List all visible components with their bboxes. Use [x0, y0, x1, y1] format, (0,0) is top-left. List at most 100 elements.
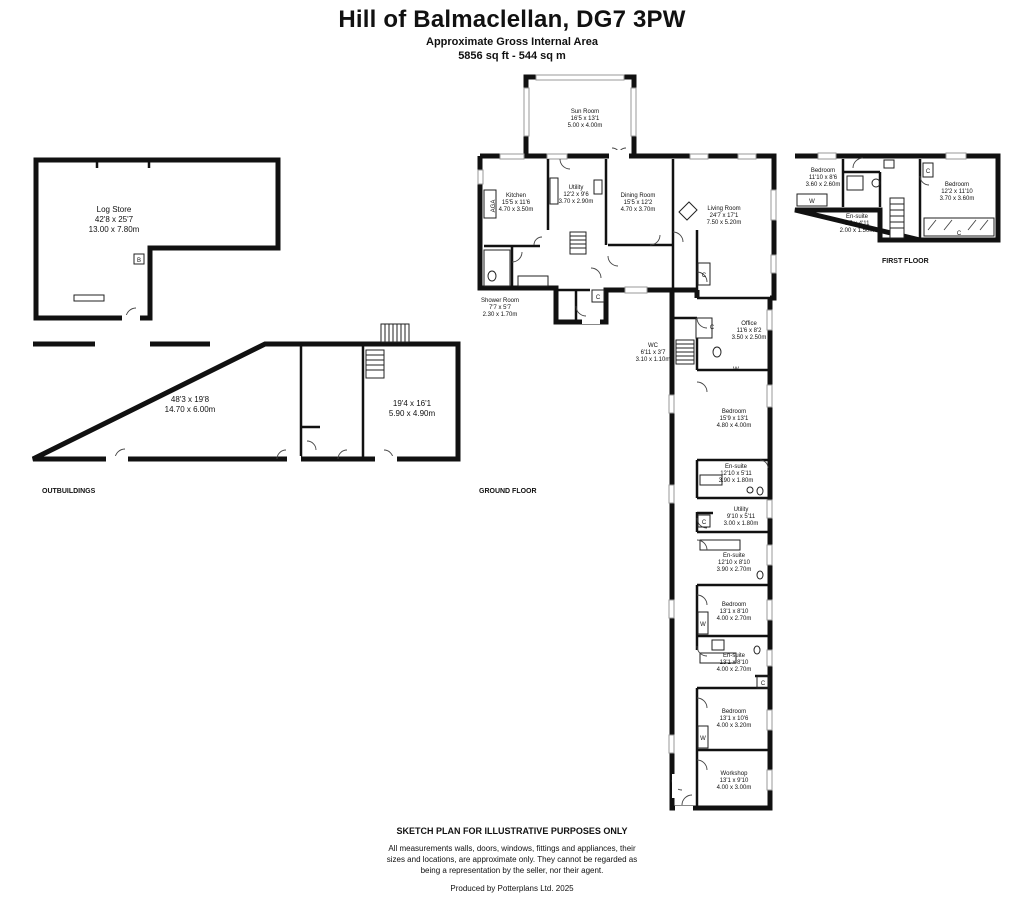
- svg-text:2.00 x 1.50m: 2.00 x 1.50m: [840, 228, 875, 234]
- cupboard-mark: C: [596, 295, 601, 301]
- ground-fixtures: [483, 177, 764, 664]
- svg-text:12'10 x 5'11: 12'10 x 5'11: [720, 471, 752, 477]
- svg-text:2.30 x 1.70m: 2.30 x 1.70m: [483, 312, 518, 318]
- wardrobe-mark: W: [809, 199, 815, 205]
- first-floor-walls: [794, 153, 1001, 243]
- svg-text:Bedroom: Bedroom: [945, 182, 969, 188]
- room-bedroom-3: Bedroom 13'1 x 10'6 4.00 x 3.20m: [717, 709, 752, 729]
- room-workshop: Workshop 13'1 x 9'10 4.00 x 3.00m: [717, 771, 752, 791]
- svg-text:Log Store: Log Store: [97, 205, 132, 214]
- disclaimer-line: sizes and locations, are approximate onl…: [386, 855, 638, 864]
- svg-text:4.00 x 3.20m: 4.00 x 3.20m: [717, 723, 752, 729]
- room-ensuite-1: En-suite 12'10 x 5'11 3.90 x 1.80m: [719, 464, 754, 484]
- room-ff-ensuite: En-suite 6'7 x 4'11 2.00 x 1.50m: [840, 214, 875, 234]
- aga-mark: AGA: [491, 200, 497, 213]
- svg-text:13'1 x 8'10: 13'1 x 8'10: [720, 660, 749, 666]
- area-subtitle: Approximate Gross Internal Area: [426, 36, 598, 48]
- svg-text:3.70 x 3.60m: 3.70 x 3.60m: [940, 196, 975, 202]
- room-shower: Shower Room 7'7 x 5'7 2.30 x 1.70m: [481, 298, 519, 318]
- disclaimer-title: SKETCH PLAN FOR ILLUSTRATIVE PURPOSES ON…: [396, 826, 628, 836]
- svg-text:Bedroom: Bedroom: [722, 409, 746, 415]
- room-utility-2: Utility 9'10 x 5'11 3.00 x 1.80m: [724, 507, 759, 527]
- svg-text:15'9 x 13'1: 15'9 x 13'1: [720, 416, 749, 422]
- first-floor-plan: C W C: [794, 152, 1001, 243]
- svg-text:4.00 x 3.00m: 4.00 x 3.00m: [717, 785, 752, 791]
- wardrobe-mark: W: [700, 622, 706, 628]
- svg-text:13'1 x 8'10: 13'1 x 8'10: [720, 609, 749, 615]
- svg-text:En-suite: En-suite: [846, 214, 869, 220]
- svg-text:24'7 x 17'1: 24'7 x 17'1: [710, 213, 739, 219]
- svg-text:6'11 x 3'7: 6'11 x 3'7: [641, 350, 667, 356]
- cupboard-mark: C: [761, 681, 766, 687]
- svg-text:42'8 x 25'7: 42'8 x 25'7: [95, 215, 134, 224]
- svg-text:En-suite: En-suite: [725, 464, 748, 470]
- svg-text:7'7 x 5'7: 7'7 x 5'7: [489, 305, 512, 311]
- ground-floor-plan: C C C C W W W C AGA: [477, 74, 777, 812]
- plan-title: Hill of Balmaclellan, DG7 3PW: [338, 6, 686, 33]
- disclaimer-body: All measurements walls, doors, windows, …: [0, 843, 1024, 876]
- ground-interior-walls: [484, 159, 770, 808]
- cupboard-mark: C: [957, 231, 962, 237]
- svg-text:Kitchen: Kitchen: [506, 193, 526, 199]
- section-label-first-floor: FIRST FLOOR: [882, 258, 929, 265]
- wardrobe-mark: W: [700, 736, 706, 742]
- room-dining: Dining Room 15'5 x 12'2 4.70 x 3.70m: [621, 193, 656, 213]
- svg-text:Workshop: Workshop: [721, 771, 749, 777]
- svg-text:15'5 x 12'2: 15'5 x 12'2: [624, 200, 653, 206]
- barn-stairs: [365, 323, 410, 379]
- svg-text:14.70 x 6.00m: 14.70 x 6.00m: [165, 405, 216, 414]
- svg-text:13'1 x 9'10: 13'1 x 9'10: [720, 778, 749, 784]
- boiler-box: [133, 253, 145, 265]
- log-store-walls: [33, 157, 281, 321]
- svg-text:Office: Office: [741, 321, 757, 327]
- room-bedroom-1: Bedroom 15'9 x 13'1 4.80 x 4.00m: [717, 409, 752, 429]
- svg-text:Utility: Utility: [569, 185, 584, 191]
- svg-text:15'5 x 11'6: 15'5 x 11'6: [502, 200, 531, 206]
- room-office: Office 11'6 x 8'2 3.50 x 2.50m: [732, 321, 767, 341]
- room-ff-bedroom-1: Bedroom 11'10 x 8'6 3.60 x 2.60m: [806, 168, 841, 188]
- cupboard-mark: C: [710, 325, 715, 331]
- svg-text:En-suite: En-suite: [723, 553, 746, 559]
- svg-text:Dining Room: Dining Room: [621, 193, 656, 199]
- svg-text:3.50 x 2.50m: 3.50 x 2.50m: [732, 335, 767, 341]
- svg-text:16'5 x 13'1: 16'5 x 13'1: [571, 116, 600, 122]
- svg-text:Bedroom: Bedroom: [722, 602, 746, 608]
- svg-text:Sun Room: Sun Room: [571, 109, 599, 115]
- svg-text:4.00 x 2.70m: 4.00 x 2.70m: [717, 616, 752, 622]
- svg-text:3.10 x 1.10m: 3.10 x 1.10m: [636, 357, 671, 363]
- svg-text:WC: WC: [648, 343, 659, 349]
- svg-text:7.50 x 5.20m: 7.50 x 5.20m: [707, 220, 742, 226]
- svg-text:4.80 x 4.00m: 4.80 x 4.00m: [717, 423, 752, 429]
- svg-text:13'1 x 10'6: 13'1 x 10'6: [720, 716, 749, 722]
- svg-text:Utility: Utility: [734, 507, 749, 513]
- svg-text:9'10 x 5'11: 9'10 x 5'11: [727, 514, 756, 520]
- svg-text:5.00 x 4.00m: 5.00 x 4.00m: [568, 123, 603, 129]
- barn-walls: [31, 341, 461, 462]
- svg-text:Bedroom: Bedroom: [811, 168, 835, 174]
- outbuildings-plan: B: [31, 157, 461, 462]
- svg-text:3.90 x 1.80m: 3.90 x 1.80m: [719, 478, 754, 484]
- svg-text:3.70 x 2.90m: 3.70 x 2.90m: [559, 199, 594, 205]
- svg-text:4.70 x 3.50m: 4.70 x 3.50m: [499, 207, 534, 213]
- room-utility-1: Utility 12'2 x 9'6 3.70 x 2.90m: [559, 185, 594, 205]
- ground-stairs: [569, 231, 695, 365]
- svg-text:3.60 x 2.60m: 3.60 x 2.60m: [806, 182, 841, 188]
- room-kitchen: Kitchen 15'5 x 11'6 4.70 x 3.50m: [499, 193, 534, 213]
- svg-text:12'2 x 11'10: 12'2 x 11'10: [941, 189, 973, 195]
- room-ensuite-3: En-suite 13'1 x 8'10 4.00 x 2.70m: [717, 653, 752, 673]
- svg-text:Bedroom: Bedroom: [722, 709, 746, 715]
- svg-text:3.00 x 1.80m: 3.00 x 1.80m: [724, 521, 759, 527]
- room-barn-main: 48'3 x 19'8 14.70 x 6.00m: [165, 395, 216, 414]
- produced-by: Produced by Potterplans Ltd. 2025: [450, 884, 574, 893]
- room-log-store: Log Store 42'8 x 25'7 13.00 x 7.80m: [89, 205, 140, 234]
- cupboard-mark: C: [926, 169, 931, 175]
- svg-text:5.90 x 4.90m: 5.90 x 4.90m: [389, 409, 436, 418]
- cupboard-mark: C: [702, 520, 707, 526]
- svg-text:En-suite: En-suite: [723, 653, 746, 659]
- svg-text:12'10 x 8'10: 12'10 x 8'10: [718, 560, 751, 566]
- disclaimer-line: All measurements walls, doors, windows, …: [388, 844, 636, 853]
- svg-text:Living Room: Living Room: [707, 206, 740, 212]
- log-store-hearth: [73, 294, 105, 302]
- svg-text:13.00 x 7.80m: 13.00 x 7.80m: [89, 225, 140, 234]
